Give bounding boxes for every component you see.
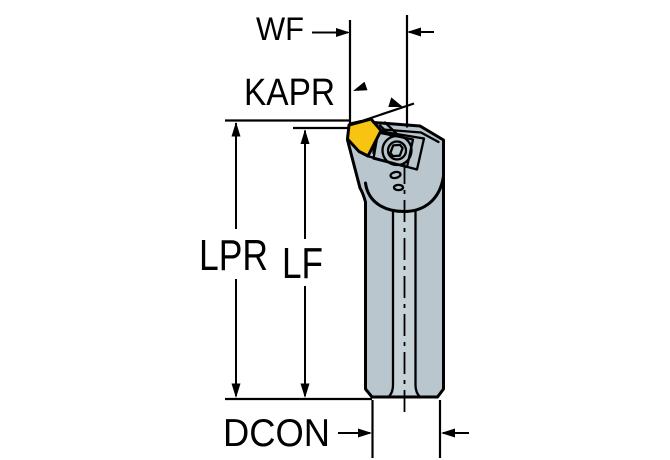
screw-outer-circle — [381, 134, 413, 167]
lf-arrow-down — [300, 383, 310, 398]
wf-arrow-right-head — [407, 27, 421, 37]
lf-arrow-up — [300, 129, 310, 144]
screw-inner-circle — [386, 140, 408, 161]
dcon-arrow-left-head — [358, 428, 372, 438]
insert-edge-line-2 — [383, 121, 398, 135]
shank-right-inner-edge — [414, 210, 421, 398]
lf-label: LF — [282, 239, 323, 288]
wf-arrow-left-head — [336, 28, 350, 37]
shim-pin-detail — [392, 183, 405, 192]
hex-socket-icon — [389, 143, 404, 158]
lpr-arrow-down — [231, 383, 241, 398]
clamp-bottom-detail — [389, 170, 402, 180]
insert-edge-line-1 — [378, 124, 393, 138]
kapr-angle-line — [349, 102, 415, 127]
kapr-label: KAPR — [244, 72, 335, 114]
shank-left-inner-edge — [387, 209, 395, 398]
kapr-leader-arrowhead — [353, 81, 368, 91]
dcon-arrow-right-head — [441, 428, 455, 438]
kapr-angle-arrowhead — [388, 97, 403, 107]
lpr-label: LPR — [199, 231, 268, 280]
wf-label: WF — [256, 11, 304, 47]
lpr-arrow-up — [231, 122, 241, 137]
head-top-face-edge — [381, 128, 440, 144]
dcon-label: DCON — [223, 412, 330, 455]
